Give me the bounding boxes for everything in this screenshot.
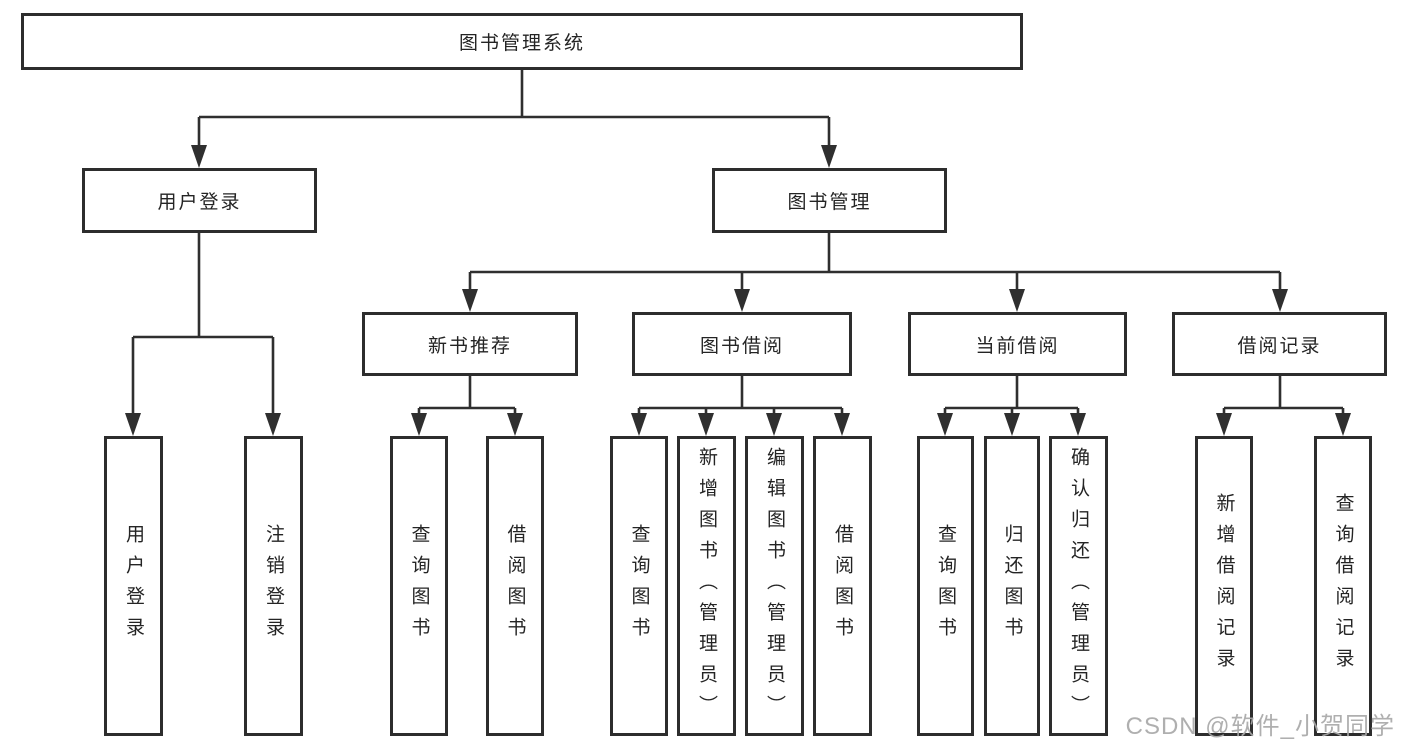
node-borrow-records: 借阅记录	[1172, 312, 1387, 376]
node-user-login: 用户登录	[82, 168, 317, 233]
node-new-book-recommend: 新书推荐	[362, 312, 578, 376]
leaf-query-books-borrow: 查询图书	[610, 436, 668, 736]
node-book-borrow: 图书借阅	[632, 312, 852, 376]
leaf-logout: 注销登录	[244, 436, 303, 736]
node-book-management: 图书管理	[712, 168, 947, 233]
leaf-confirm-return-admin: 确认归还（管理员）	[1049, 436, 1108, 736]
csdn-watermark: CSDN @软件_小贺同学	[1125, 713, 1395, 740]
leaf-query-books-recommend: 查询图书	[390, 436, 448, 736]
leaf-query-borrow-record: 查询借阅记录	[1314, 436, 1372, 736]
leaf-user-login: 用户登录	[104, 436, 163, 736]
leaf-edit-book-admin: 编辑图书（管理员）	[745, 436, 804, 736]
arrowheads	[125, 145, 1351, 436]
leaf-add-borrow-record: 新增借阅记录	[1195, 436, 1253, 736]
leaf-borrow-books-recommend: 借阅图书	[486, 436, 544, 736]
node-library-system: 图书管理系统	[21, 13, 1023, 70]
leaf-query-books-current: 查询图书	[917, 436, 974, 736]
leaf-return-book: 归还图书	[984, 436, 1040, 736]
leaf-add-book-admin: 新增图书（管理员）	[677, 436, 736, 736]
leaf-borrow-books: 借阅图书	[813, 436, 872, 736]
node-current-borrow: 当前借阅	[908, 312, 1127, 376]
